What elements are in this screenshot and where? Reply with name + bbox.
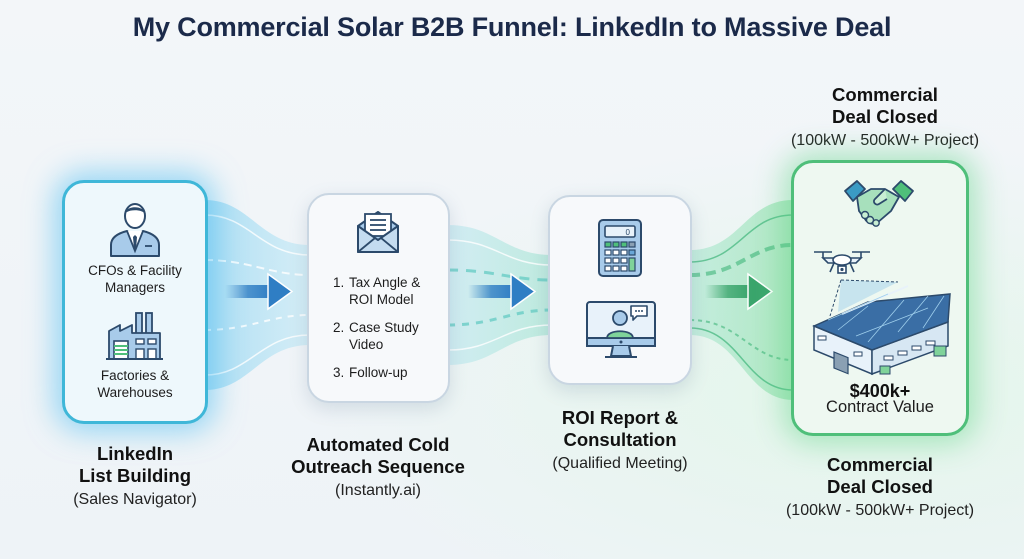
stage-label-deal-closed: Commercial Deal Closed (100kW - 500kW+ P…	[785, 454, 975, 519]
contract-value: $400k+	[849, 381, 911, 401]
flow-band-2	[447, 225, 553, 365]
stage-card-list-building	[62, 180, 208, 424]
page-title: My Commercial Solar B2B Funnel: LinkedIn…	[132, 12, 892, 42]
drone-icon	[814, 251, 870, 274]
svg-text:0: 0	[626, 228, 631, 237]
outreach-step: 3. Follow-up	[333, 365, 408, 380]
flow-band-3	[689, 200, 794, 400]
solar-warehouse-icon	[812, 279, 951, 376]
arrow-3	[705, 272, 774, 311]
arrow-2	[468, 272, 537, 311]
video-call-icon	[586, 301, 656, 358]
stage-item-cfos: CFOs & Facility Managers	[88, 263, 182, 295]
outreach-step: 1. Tax Angle &ROI Model	[333, 275, 421, 307]
businessman-icon	[110, 203, 160, 257]
flow-band-1	[204, 200, 311, 390]
factory-icon	[106, 312, 163, 360]
deal-closed-top-label: Commercial Deal Closed (100kW - 500kW+ P…	[790, 84, 980, 149]
handshake-icon	[844, 180, 914, 227]
envelope-icon	[357, 211, 399, 253]
stage-label-list-building: LinkedIn List Building (Sales Navigator)	[73, 443, 197, 508]
calculator-icon: 0	[598, 219, 642, 277]
stage-item-factories: Factories & Warehouses	[97, 368, 173, 400]
arrow-1	[225, 272, 294, 311]
stage-label-cold-outreach: Automated Cold Outreach Sequence (Instan…	[291, 434, 465, 499]
contract-value-label: Contract Value	[826, 398, 934, 416]
stage-label-roi-consultation: ROI Report & Consultation (Qualified Mee…	[552, 407, 688, 472]
